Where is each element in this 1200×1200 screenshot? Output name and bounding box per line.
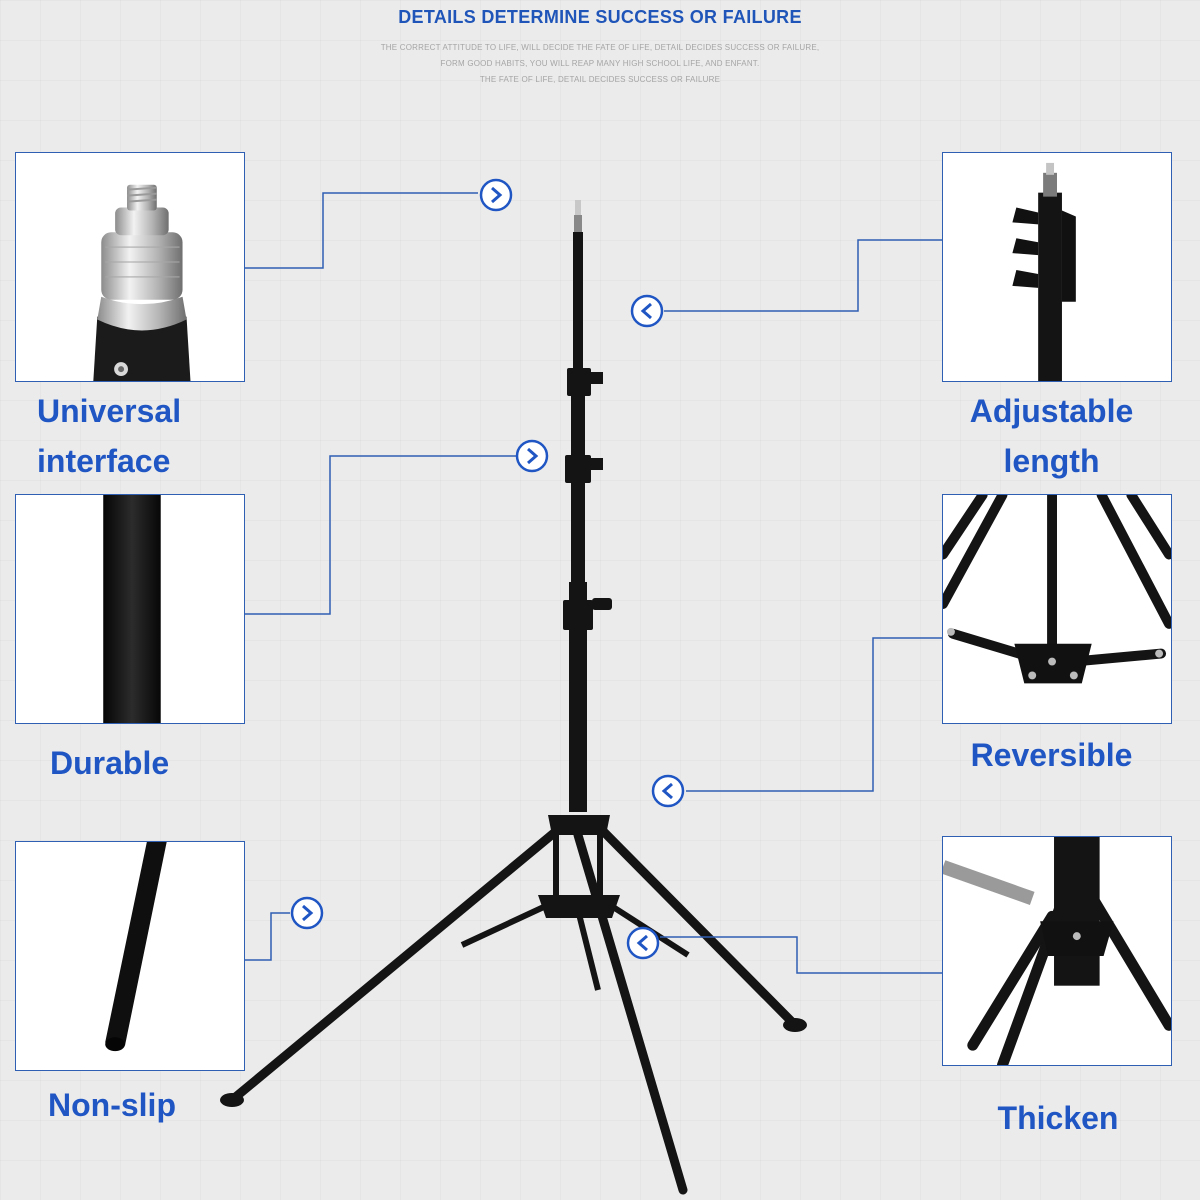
screw-mount-illustration bbox=[93, 184, 191, 381]
leg-hinge-illustration bbox=[943, 495, 1171, 684]
reversible-photo bbox=[942, 494, 1172, 724]
adjustable-length-caption: Adjustable length bbox=[944, 386, 1159, 486]
adjustable-length-caption-line-1: Adjustable bbox=[969, 393, 1134, 429]
non-slip-caption: Non-slip bbox=[48, 1087, 176, 1123]
pole-closeup-illustration bbox=[103, 495, 161, 723]
adjustable-length-photo bbox=[942, 152, 1172, 382]
pointer-left-icon bbox=[651, 774, 685, 808]
pointer-right-icon bbox=[479, 178, 513, 212]
universal-interface-photo bbox=[15, 152, 245, 382]
thicken-caption: Thicken bbox=[997, 1100, 1119, 1136]
pointer-left-icon bbox=[626, 926, 660, 960]
pointer-right-icon bbox=[290, 896, 324, 930]
pointer-right-icon bbox=[515, 439, 549, 473]
headline: DETAILS DETERMINE SUCCESS OR FAILURE bbox=[398, 7, 802, 27]
telescopic-pole-illustration bbox=[1012, 162, 1076, 381]
adjustable-length-caption-line-2: length bbox=[1003, 443, 1100, 479]
subheadline-line-2: FORM GOOD HABITS, YOU WILL REAP MANY HIG… bbox=[440, 59, 760, 68]
reversible-caption: Reversible bbox=[970, 737, 1133, 773]
rubber-foot-illustration bbox=[105, 842, 167, 1052]
subheadline-line-1: THE CORRECT ATTITUDE TO LIFE, WILL DECID… bbox=[380, 43, 820, 52]
light-stand-icon bbox=[220, 200, 807, 1195]
universal-interface-caption-line-2: interface bbox=[37, 443, 171, 479]
durable-photo bbox=[15, 494, 245, 724]
universal-interface-caption-line-1: Universal bbox=[37, 393, 182, 429]
universal-interface-caption: Universal interface bbox=[37, 386, 181, 486]
callout-lines bbox=[245, 192, 942, 974]
thicken-photo bbox=[942, 836, 1172, 1066]
durable-caption: Durable bbox=[50, 745, 170, 781]
non-slip-photo bbox=[15, 841, 245, 1071]
pointer-left-icon bbox=[630, 294, 664, 328]
thick-leg-illustration bbox=[943, 837, 1171, 1065]
subheadline-line-3: THE FATE OF LIFE, DETAIL DECIDES SUCCESS… bbox=[479, 75, 721, 84]
